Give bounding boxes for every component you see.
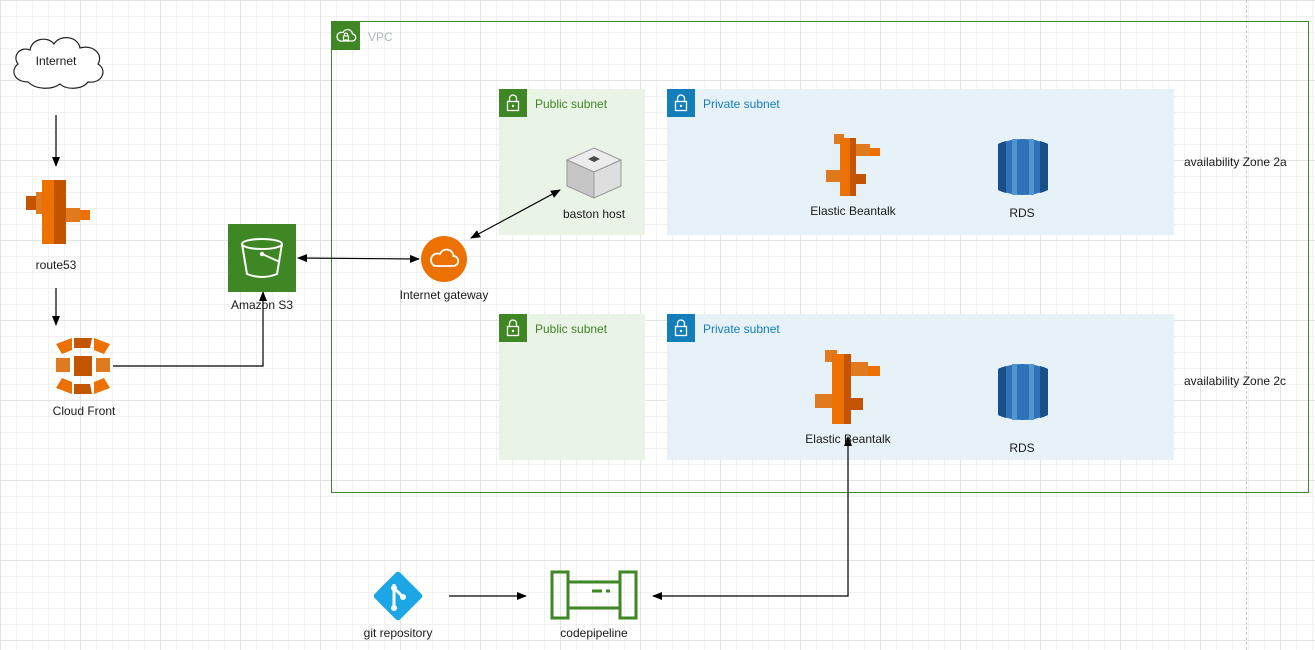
rds-icon[interactable]: [992, 361, 1054, 428]
lock-icon: [667, 89, 695, 117]
bastion-host-icon[interactable]: [563, 144, 625, 205]
elastic-beanstalk-icon[interactable]: [813, 350, 885, 429]
private-subnet-2c[interactable]: Private subnet: [667, 314, 1174, 460]
internet-label: Internet: [35, 54, 77, 68]
lock-icon: [499, 314, 527, 342]
git-label: git repository: [363, 626, 433, 640]
public-subnet-2c[interactable]: Public subnet: [499, 314, 645, 460]
git-icon[interactable]: [370, 568, 426, 629]
rds-icon[interactable]: [992, 136, 1054, 203]
internet-gateway-icon[interactable]: [420, 235, 468, 288]
codepipeline-icon[interactable]: [550, 570, 638, 625]
lock-icon: [499, 89, 527, 117]
private-subnet-2a[interactable]: Private subnet: [667, 89, 1174, 235]
public-subnet-label: Public subnet: [535, 322, 608, 336]
eb-2a-label: Elastic Beantalk: [810, 204, 896, 218]
vpc-icon: [332, 22, 360, 50]
s3-bucket-icon[interactable]: [228, 224, 296, 297]
igw-label: Internet gateway: [399, 288, 489, 302]
edge-codepipeline-eb: [652, 436, 852, 600]
internet-cloud-node[interactable]: [4, 30, 112, 99]
elastic-beanstalk-icon[interactable]: [824, 134, 884, 201]
cloudfront-icon[interactable]: [52, 336, 114, 401]
bastion-label: baston host: [562, 207, 626, 221]
zone-2a-label: availability Zone 2a: [1184, 155, 1287, 169]
edge-s3-igw: [297, 254, 420, 263]
zone-2c-label: availability Zone 2c: [1184, 374, 1287, 388]
eb-2c-label: Elastic Beantalk: [805, 432, 891, 446]
rds-2c-label: RDS: [1009, 441, 1035, 455]
private-subnet-label: Private subnet: [703, 97, 780, 111]
vpc-label: VPC: [368, 30, 393, 44]
private-subnet-label: Private subnet: [703, 322, 780, 336]
s3-label: Amazon S3: [230, 298, 294, 312]
edge-igw-bastion: [470, 189, 561, 239]
rds-2a-label: RDS: [1009, 206, 1035, 220]
public-subnet-label: Public subnet: [535, 97, 608, 111]
codepipeline-label: codepipeline: [560, 626, 628, 640]
lock-icon: [667, 314, 695, 342]
route53-label: route53: [35, 258, 77, 272]
edge-cloudfront-s3: [113, 291, 267, 367]
page-boundary-guide: [1246, 0, 1247, 650]
cloudfront-label: Cloud Front: [52, 404, 116, 418]
route53-icon[interactable]: [20, 178, 92, 251]
cloud-icon: [13, 37, 104, 89]
